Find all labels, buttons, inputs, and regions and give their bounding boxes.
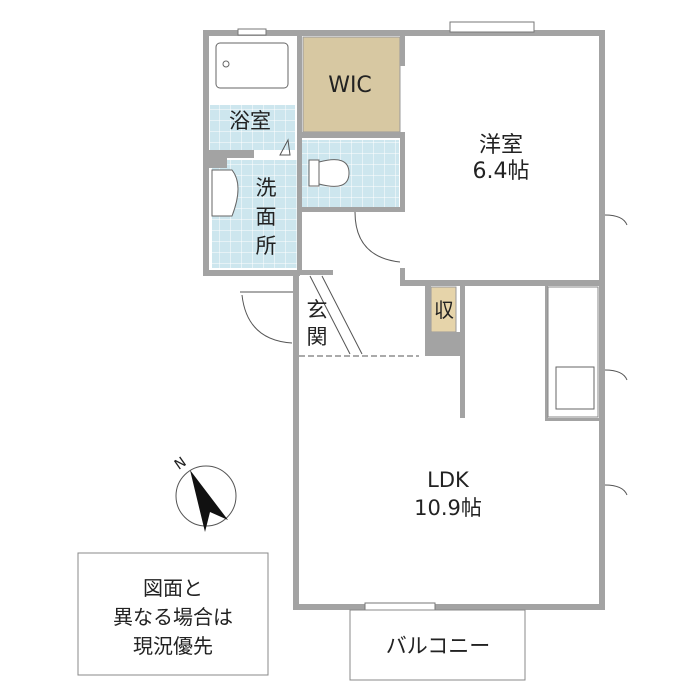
entrance-step-lines	[309, 275, 363, 355]
notice-line-3: 現況優先	[133, 634, 213, 658]
ldk-size: 10.9帖	[414, 496, 482, 520]
storage-label: 収	[434, 298, 454, 322]
door-swing	[354, 211, 401, 263]
bath-label: 浴室	[229, 109, 271, 133]
window-bath	[237, 28, 267, 36]
bathtub-drain-icon	[222, 60, 230, 68]
kitchen-counter	[547, 286, 599, 418]
notice-line-2: 異なる場合は	[113, 605, 233, 629]
bath-floor	[210, 105, 295, 150]
ldk-label: LDK	[427, 468, 470, 492]
entrance-label-1: 玄	[307, 298, 328, 322]
wic-label: WIC	[328, 73, 372, 98]
balcony-label: バルコニー	[386, 634, 491, 658]
toilet-icon	[308, 159, 350, 187]
bath-door-marker	[279, 138, 291, 156]
washroom-label-1: 洗	[256, 176, 277, 200]
washroom-label-2: 面	[256, 205, 277, 229]
entrance-label-2: 関	[307, 325, 328, 349]
wic-floor	[302, 36, 401, 133]
balcony-area	[349, 609, 526, 681]
western-room-size: 6.4帖	[473, 159, 530, 184]
bathtub-icon	[215, 42, 289, 89]
compass-icon: N	[172, 454, 237, 532]
entrance-door-swing	[241, 294, 293, 344]
sink-icon	[555, 366, 595, 410]
notice-line-1: 図面と	[143, 576, 203, 600]
walls	[203, 30, 605, 610]
notice-box	[77, 552, 269, 676]
washroom-label-3: 所	[256, 234, 277, 258]
washbasin-icon	[211, 169, 239, 217]
compass-north-label: N	[172, 454, 190, 473]
exterior-fixture-marks	[604, 214, 628, 496]
western-room-label: 洋室	[479, 133, 523, 158]
window-top	[449, 21, 535, 33]
